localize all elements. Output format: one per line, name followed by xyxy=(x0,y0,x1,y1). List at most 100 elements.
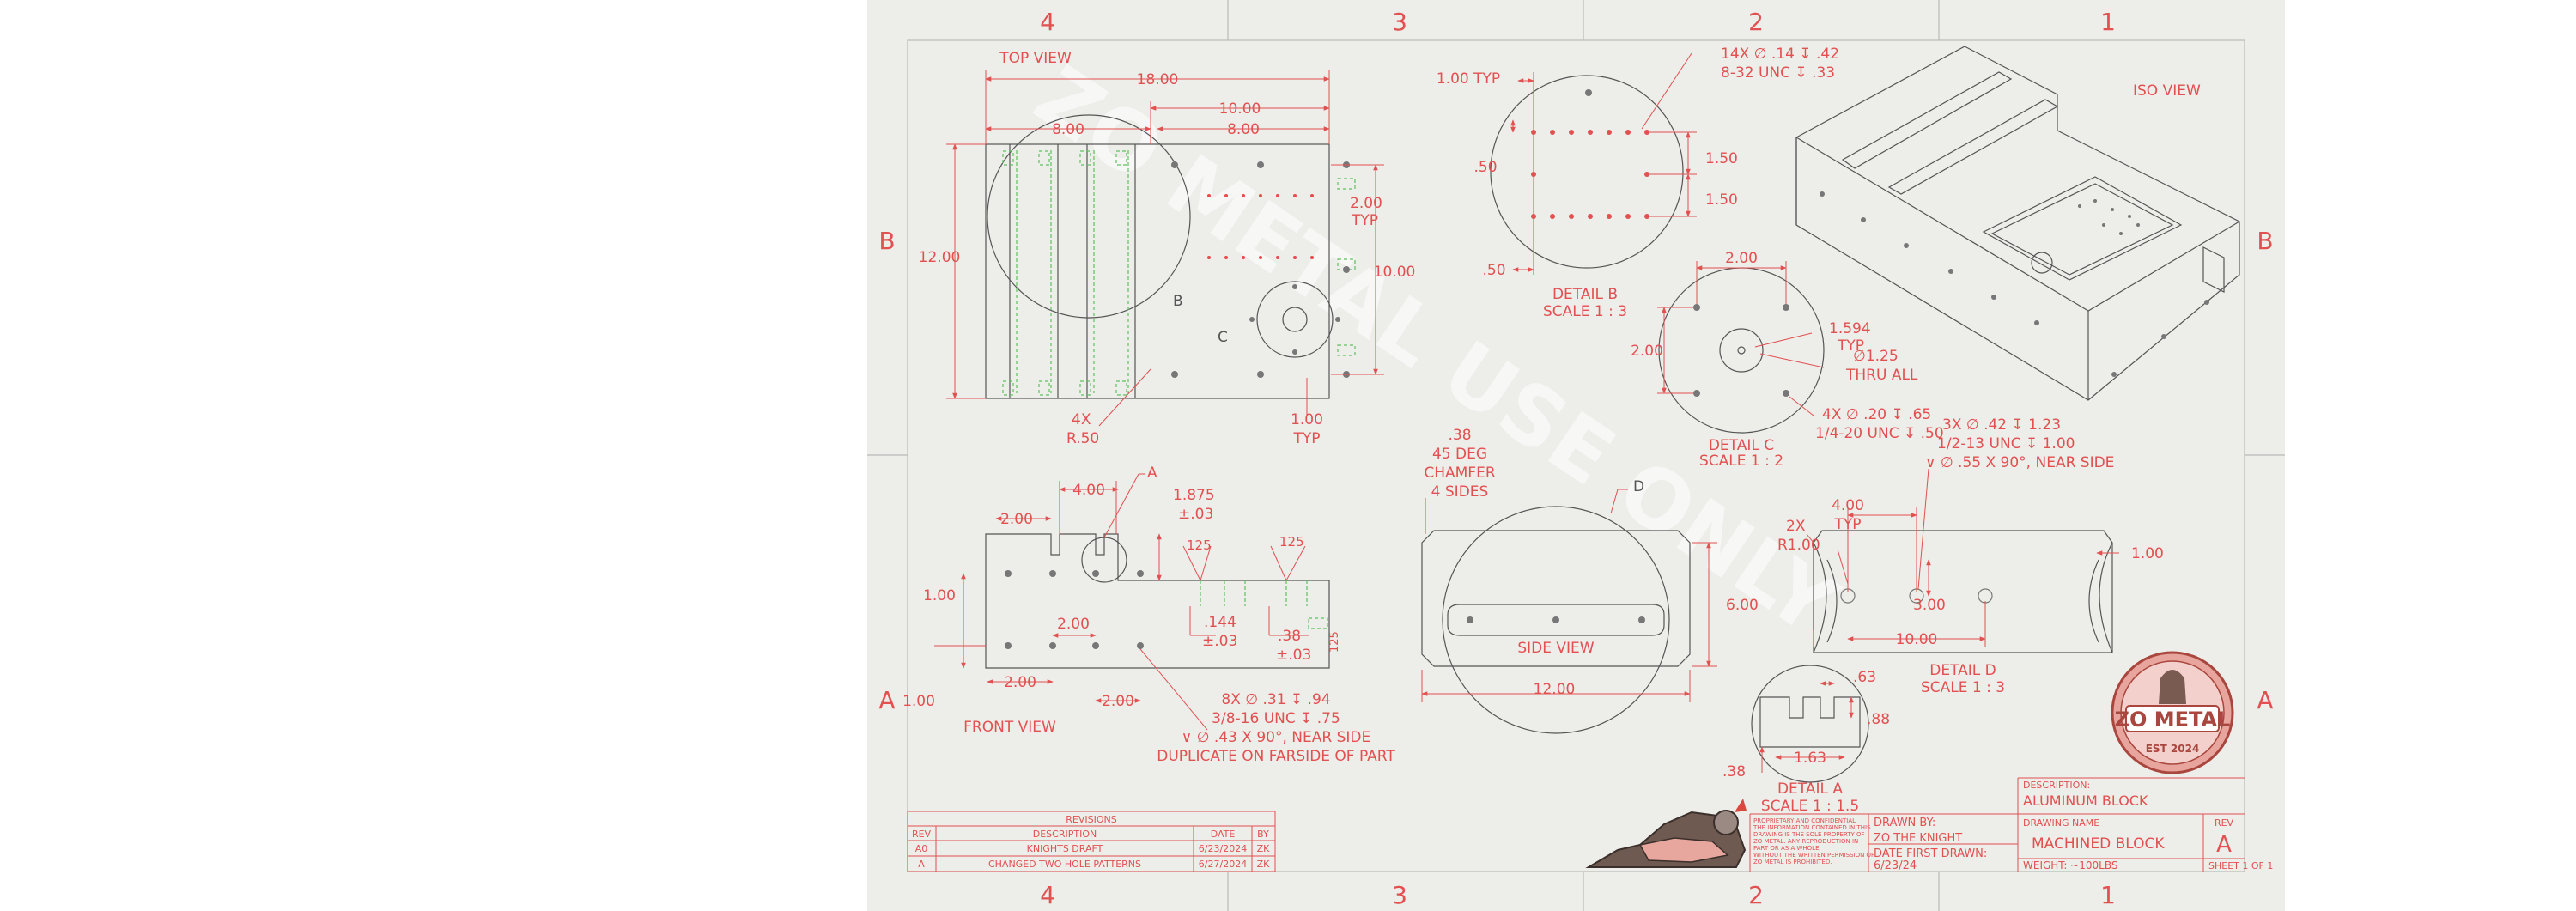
dim-v2: 1.50 xyxy=(1705,191,1738,209)
rev-table-title: REVISIONS xyxy=(1066,814,1116,825)
rev-header: BY xyxy=(1257,829,1269,840)
date-first-drawn: 6/23/24 xyxy=(1874,859,1917,872)
rev-value: A xyxy=(2216,832,2232,858)
dim-height: 6.00 xyxy=(1726,597,1759,614)
dim-left-edge: .50 xyxy=(1473,159,1497,176)
logo-brand: ZO METAL xyxy=(2115,708,2231,732)
dim-left: 1.00 xyxy=(923,587,956,604)
side-view xyxy=(1421,506,1691,734)
dim-step: .144 xyxy=(1204,614,1236,631)
surface-finish: 125 xyxy=(1187,537,1212,553)
detail-a-text: .63 .88 1.63 .38 DETAIL A SCALE 1 : 1.5 xyxy=(1722,669,1890,815)
detail-c-dims xyxy=(1657,261,1825,416)
revisions-table: REVISIONS REV DESCRIPTION DATE BY A0 KNI… xyxy=(907,811,1276,872)
zone-labels: 4 3 2 1 4 3 2 1 B A B A xyxy=(878,8,2273,909)
dim-width: 10.00 xyxy=(1896,631,1938,648)
chamfer-note: 45 DEG xyxy=(1432,446,1487,463)
dim-width: 12.00 xyxy=(1534,681,1576,698)
dim-c: .38 xyxy=(1278,628,1301,645)
detail-b-text: 14X ∅ .14 ↧ .42 8-32 UNC ↧ .33 1.00 TYP … xyxy=(1437,46,1839,320)
dim-radius: R.50 xyxy=(1066,430,1099,447)
note: 3X ∅ .42 ↧ 1.23 xyxy=(1942,416,2061,434)
rev-header: DESCRIPTION xyxy=(1033,829,1097,840)
dim-bottom-edge: .50 xyxy=(1482,262,1505,279)
callout-a: A xyxy=(1147,465,1157,482)
zone-col-bottom: 1 xyxy=(2100,881,2116,909)
zone-col-top: 3 xyxy=(1392,8,1407,36)
chamfer-note: 4 SIDES xyxy=(1431,483,1489,501)
iso-view xyxy=(1795,46,2240,401)
knight-helmet-icon xyxy=(2159,670,2186,704)
drawing-sheet: 4 3 2 1 4 3 2 1 B A B A ZO METAL USE ONL… xyxy=(867,0,2285,911)
dim-v1: 1.50 xyxy=(1705,150,1738,167)
dim-edge: 1.00 xyxy=(1291,411,1323,428)
callout-c: C xyxy=(1218,329,1228,346)
dim-height: 12.00 xyxy=(919,249,961,266)
knight-mascot xyxy=(1585,799,1747,868)
top-view-text: TOP VIEW 18.00 10.00 8.00 8.00 12.00 10.… xyxy=(919,50,1416,447)
detail-scale: SCALE 1 : 1.5 xyxy=(1761,798,1859,815)
drawing-name-label: DRAWING NAME xyxy=(2023,817,2099,829)
rev-header: DATE xyxy=(1211,829,1236,840)
dim-radius-qty: 4X xyxy=(1072,411,1091,428)
chamfer-note: .38 xyxy=(1448,427,1471,444)
proprietary-line: DRAWING IS THE SOLE PROPERTY OF xyxy=(1753,831,1865,838)
dim-overall: 18.00 xyxy=(1137,71,1179,88)
detail-b xyxy=(1490,75,1684,269)
proprietary-line: ZO METAL IS PROHIBITED. xyxy=(1753,859,1832,865)
rev-cell: ZK xyxy=(1257,843,1271,854)
drawing-name: MACHINED BLOCK xyxy=(2032,835,2165,853)
zone-row-right: A xyxy=(2257,686,2273,714)
dim-width: 1.63 xyxy=(1794,750,1826,767)
side-view-dims xyxy=(1421,489,1717,702)
dim-pitch: 4.00 xyxy=(1832,497,1864,514)
proprietary-line: WITHOUT THE WRITTEN PERMISSION OF xyxy=(1753,852,1874,859)
title-block: PROPRIETARY AND CONFIDENTIAL THE INFORMA… xyxy=(1749,777,2273,872)
chamfer-note: CHAMFER xyxy=(1424,465,1495,482)
view-label: FRONT VIEW xyxy=(963,719,1056,736)
top-view-dims xyxy=(946,70,1384,427)
zone-col-bottom: 2 xyxy=(1748,881,1764,909)
surface-finish: 125 xyxy=(1279,534,1304,550)
sheet-border xyxy=(867,0,2285,911)
front-view-dims xyxy=(934,473,1309,731)
note: 1/2-13 UNC ↧ 1.00 xyxy=(1937,435,2075,452)
detail-d-text: 3X ∅ .42 ↧ 1.23 1/2-13 UNC ↧ 1.00 ∨ ∅ .5… xyxy=(1777,416,2164,696)
drawn-by-label: DRAWN BY: xyxy=(1874,817,1935,829)
dim-left: 8.00 xyxy=(1052,121,1084,138)
dim-h: 2.00 xyxy=(1725,250,1758,267)
side-view-text: .38 45 DEG CHAMFER 4 SIDES 6.00 12.00 SI… xyxy=(1424,427,1759,698)
callout-b: B xyxy=(1173,293,1183,310)
note: 3/8-16 UNC ↧ .75 xyxy=(1212,710,1340,727)
detail-c-text: 2.00 2.00 1.594 TYP ∅1.25 THRU ALL 4X ∅ … xyxy=(1631,250,1944,470)
logo-est: EST 2024 xyxy=(2146,743,2200,755)
dim-right: 8.00 xyxy=(1227,121,1260,138)
description-label: DESCRIPTION: xyxy=(2023,780,2090,791)
note: DUPLICATE ON FARSIDE OF PART xyxy=(1157,748,1395,765)
detail-scale: SCALE 1 : 2 xyxy=(1699,452,1783,470)
dim-right-height: 10.00 xyxy=(1374,264,1416,281)
dim-c-tol: ±.03 xyxy=(1276,647,1311,664)
rev-cell: A xyxy=(918,859,925,870)
dim-right: .88 xyxy=(1867,711,1890,728)
proprietary-line: PART OR AS A WHOLE xyxy=(1753,845,1820,852)
watermark: ZO METAL USE ONLY xyxy=(1018,47,1854,654)
drawn-by: ZO THE KNIGHT xyxy=(1874,832,1962,845)
description: ALUMINUM BLOCK xyxy=(2023,793,2148,809)
proprietary-line: PROPRIETARY AND CONFIDENTIAL xyxy=(1753,817,1856,824)
dim-rad-qty: 2X xyxy=(1786,518,1806,535)
note: ∨ ∅ .43 X 90°, NEAR SIDE xyxy=(1182,729,1370,746)
dim-thru: ∅1.25 xyxy=(1853,348,1899,365)
rev-cell: ZK xyxy=(1257,859,1271,870)
detail-label: DETAIL D xyxy=(1929,662,1996,679)
rev-cell: CHANGED TWO HOLE PATTERNS xyxy=(988,859,1141,870)
note: 4X ∅ .20 ↧ .65 xyxy=(1822,406,1931,423)
dim-slot: 4.00 xyxy=(1072,482,1105,499)
view-label: TOP VIEW xyxy=(999,50,1072,67)
dim-rad: R1.00 xyxy=(1777,537,1820,554)
note: 8-32 UNC ↧ .33 xyxy=(1721,64,1835,82)
dim-right: 1.00 xyxy=(2131,545,2164,562)
zone-col-top: 4 xyxy=(1040,8,1055,36)
dim-left: .38 xyxy=(1722,763,1746,780)
weight: WEIGHT: ~100LBS xyxy=(2023,859,2117,872)
